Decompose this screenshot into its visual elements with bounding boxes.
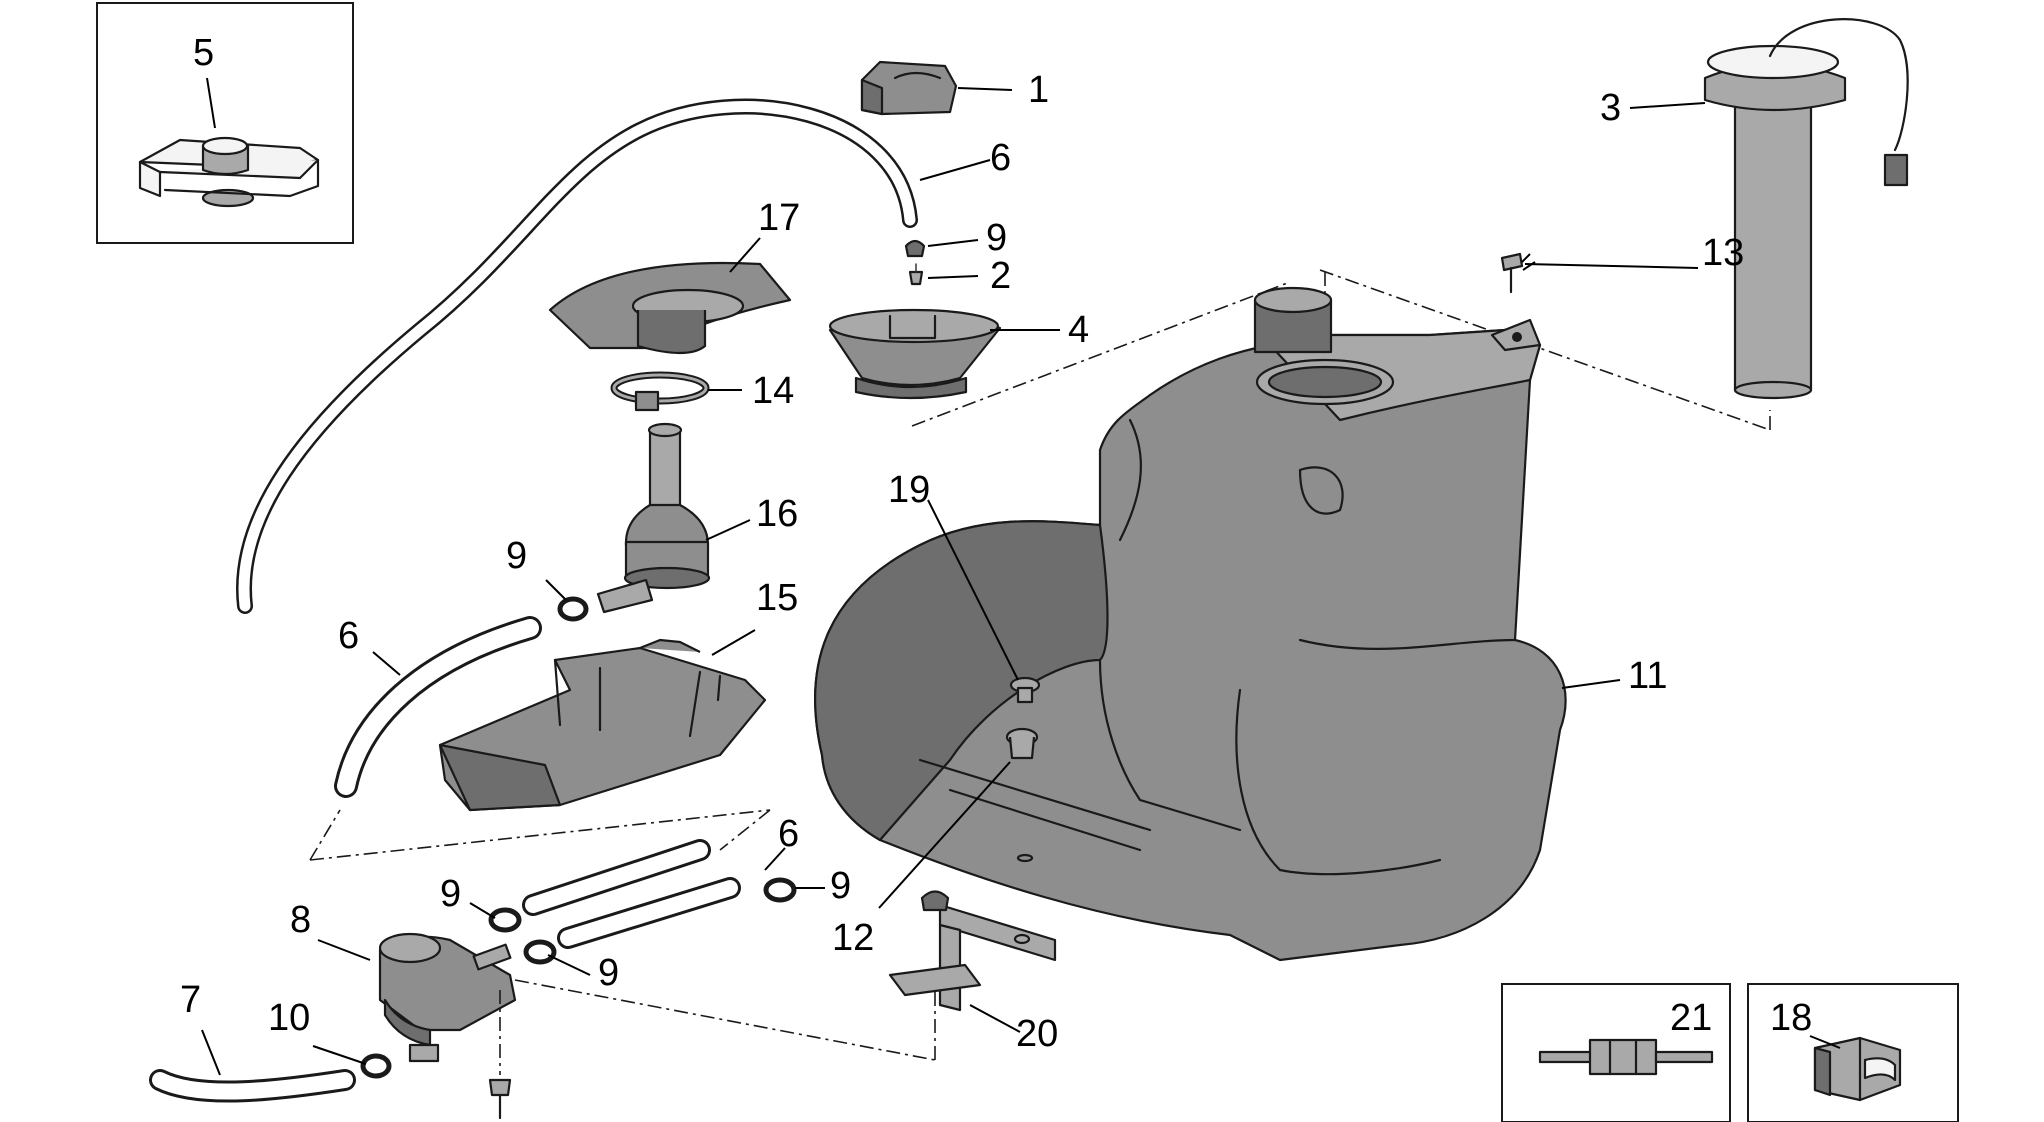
part-11-fuel-tank	[814, 286, 1567, 962]
callout-6-left: 6	[338, 615, 359, 657]
callout-4: 4	[1068, 309, 1089, 351]
part-17-splash-plate	[548, 261, 792, 355]
part-19-screw	[1009, 676, 1041, 704]
callout-2: 2	[990, 255, 1011, 297]
callout-12: 12	[832, 917, 874, 959]
callout-6-top: 6	[990, 137, 1011, 179]
callout-labels: 5 1 6 9 2 4 3 17 13 14 16 9 15 6 11 19 1…	[180, 32, 1812, 1055]
callout-13: 13	[1702, 232, 1744, 274]
callout-6-bottom: 6	[778, 813, 799, 855]
callout-19: 19	[888, 469, 930, 511]
callout-20: 20	[1016, 1013, 1058, 1055]
part-8-fuel-valve	[378, 932, 517, 1063]
callout-1: 1	[1028, 69, 1049, 111]
callout-21: 21	[1670, 997, 1712, 1039]
callout-11: 11	[1628, 655, 1667, 697]
part-12-grommet	[1005, 727, 1039, 760]
callout-9-top: 9	[986, 217, 1007, 259]
callout-17: 17	[758, 197, 800, 239]
part-14-hose-clamp	[610, 371, 710, 412]
part-7-hose	[149, 1069, 356, 1103]
callout-9-right: 9	[830, 865, 851, 907]
callout-9-filter: 9	[506, 535, 527, 577]
valve-screw	[488, 990, 512, 1120]
part-21-inline-filter	[1538, 1038, 1714, 1076]
part-20-bracket	[888, 890, 1057, 1012]
part-9-clamp-top	[904, 239, 926, 258]
part-10-clamp	[360, 1053, 392, 1079]
part-9-clamps-bottom	[488, 877, 797, 965]
callout-15: 15	[756, 577, 798, 619]
part-13-screw	[1500, 252, 1524, 294]
callout-18: 18	[1770, 997, 1812, 1039]
leader-lines	[201, 77, 1841, 1076]
inset-box-part-5	[96, 2, 354, 244]
part-1-filler-cap	[860, 60, 958, 116]
part-9-clamp-filter	[557, 596, 589, 622]
callout-3: 3	[1600, 87, 1621, 129]
part-6-long-vent-hose	[236, 98, 918, 614]
part-2-valve	[908, 263, 924, 286]
part-6-hose-lower-a	[522, 839, 711, 916]
part-5-clip-nut	[138, 136, 320, 208]
part-6-short-hose-left	[334, 616, 542, 798]
callout-7: 7	[180, 979, 201, 1021]
part-18-clip	[1813, 1036, 1902, 1102]
callout-10: 10	[268, 997, 310, 1039]
inset-box-part-21	[1501, 983, 1731, 1122]
part-6-hose-lower-b	[557, 877, 741, 949]
callout-14: 14	[752, 370, 794, 412]
part-16-fuel-pickup	[596, 422, 711, 614]
callout-16: 16	[756, 493, 798, 535]
part-3-level-sender	[1703, 18, 1909, 400]
part-4-rubber-boot	[828, 308, 1002, 400]
callout-9-bottom-mid: 9	[598, 952, 619, 994]
part-15-filter-cover	[438, 638, 767, 812]
inset-box-part-18	[1747, 983, 1959, 1122]
callout-8: 8	[290, 899, 311, 941]
callout-5: 5	[193, 32, 214, 74]
callout-9-bottom-left: 9	[440, 873, 461, 915]
